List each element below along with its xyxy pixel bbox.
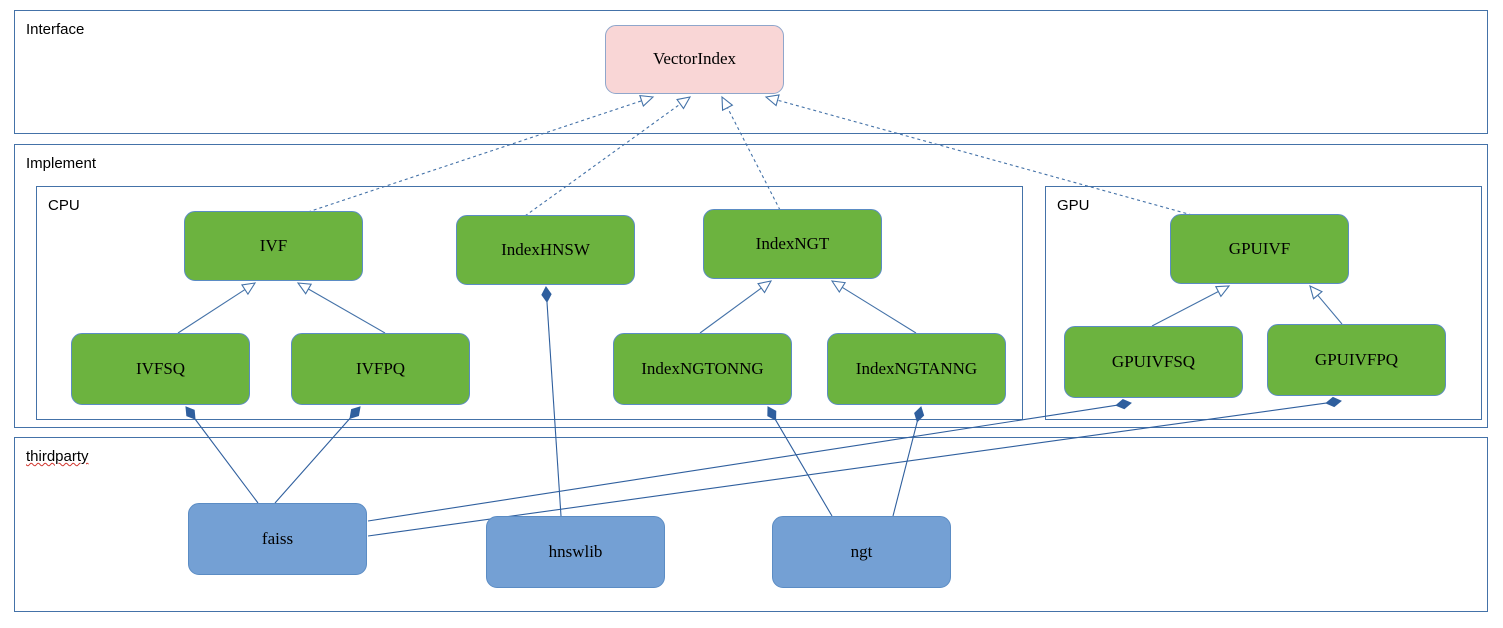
node-label: IVFSQ: [135, 358, 186, 378]
node-faiss[interactable]: faiss: [188, 503, 367, 575]
group-label-thirdparty: thirdparty: [26, 448, 89, 465]
node-indexngt[interactable]: IndexNGT: [703, 209, 882, 279]
node-ivfsq[interactable]: IVFSQ: [71, 333, 250, 405]
node-label: VectorIndex: [652, 49, 737, 69]
node-hnswlib[interactable]: hnswlib: [486, 516, 665, 588]
node-gpuivfpq[interactable]: GPUIVFPQ: [1267, 324, 1446, 396]
node-indexngtanng[interactable]: IndexNGTANNG: [827, 333, 1006, 405]
node-label: ngt: [850, 541, 873, 561]
node-label: IVF: [259, 235, 288, 255]
node-label: GPUIVFSQ: [1111, 351, 1196, 371]
node-indexngtonng[interactable]: IndexNGTONNG: [613, 333, 792, 405]
node-label: GPUIVF: [1228, 238, 1291, 258]
group-label-cpu: CPU: [48, 197, 80, 214]
node-label: hnswlib: [548, 541, 603, 561]
group-label-interface: Interface: [26, 21, 85, 38]
node-label: IndexNGTANNG: [855, 358, 978, 378]
node-vectorindex[interactable]: VectorIndex: [605, 25, 784, 94]
group-label-implement: Implement: [26, 155, 97, 172]
node-label: GPUIVFPQ: [1314, 349, 1399, 369]
node-label: IndexHNSW: [501, 239, 590, 259]
node-label: IndexNGT: [755, 233, 830, 253]
node-gpuivfsq[interactable]: GPUIVFSQ: [1064, 326, 1243, 398]
node-ivfpq[interactable]: IVFPQ: [291, 333, 470, 405]
node-label: faiss: [261, 528, 294, 548]
node-label: IVFPQ: [355, 358, 406, 378]
group-label-gpu: GPU: [1057, 197, 1090, 214]
node-gpuivf[interactable]: GPUIVF: [1170, 214, 1349, 284]
node-ngt[interactable]: ngt: [772, 516, 951, 588]
node-label: IndexNGTONNG: [641, 358, 764, 378]
node-ivf[interactable]: IVF: [184, 211, 363, 281]
node-indexhnsw[interactable]: IndexHNSW: [456, 215, 635, 285]
